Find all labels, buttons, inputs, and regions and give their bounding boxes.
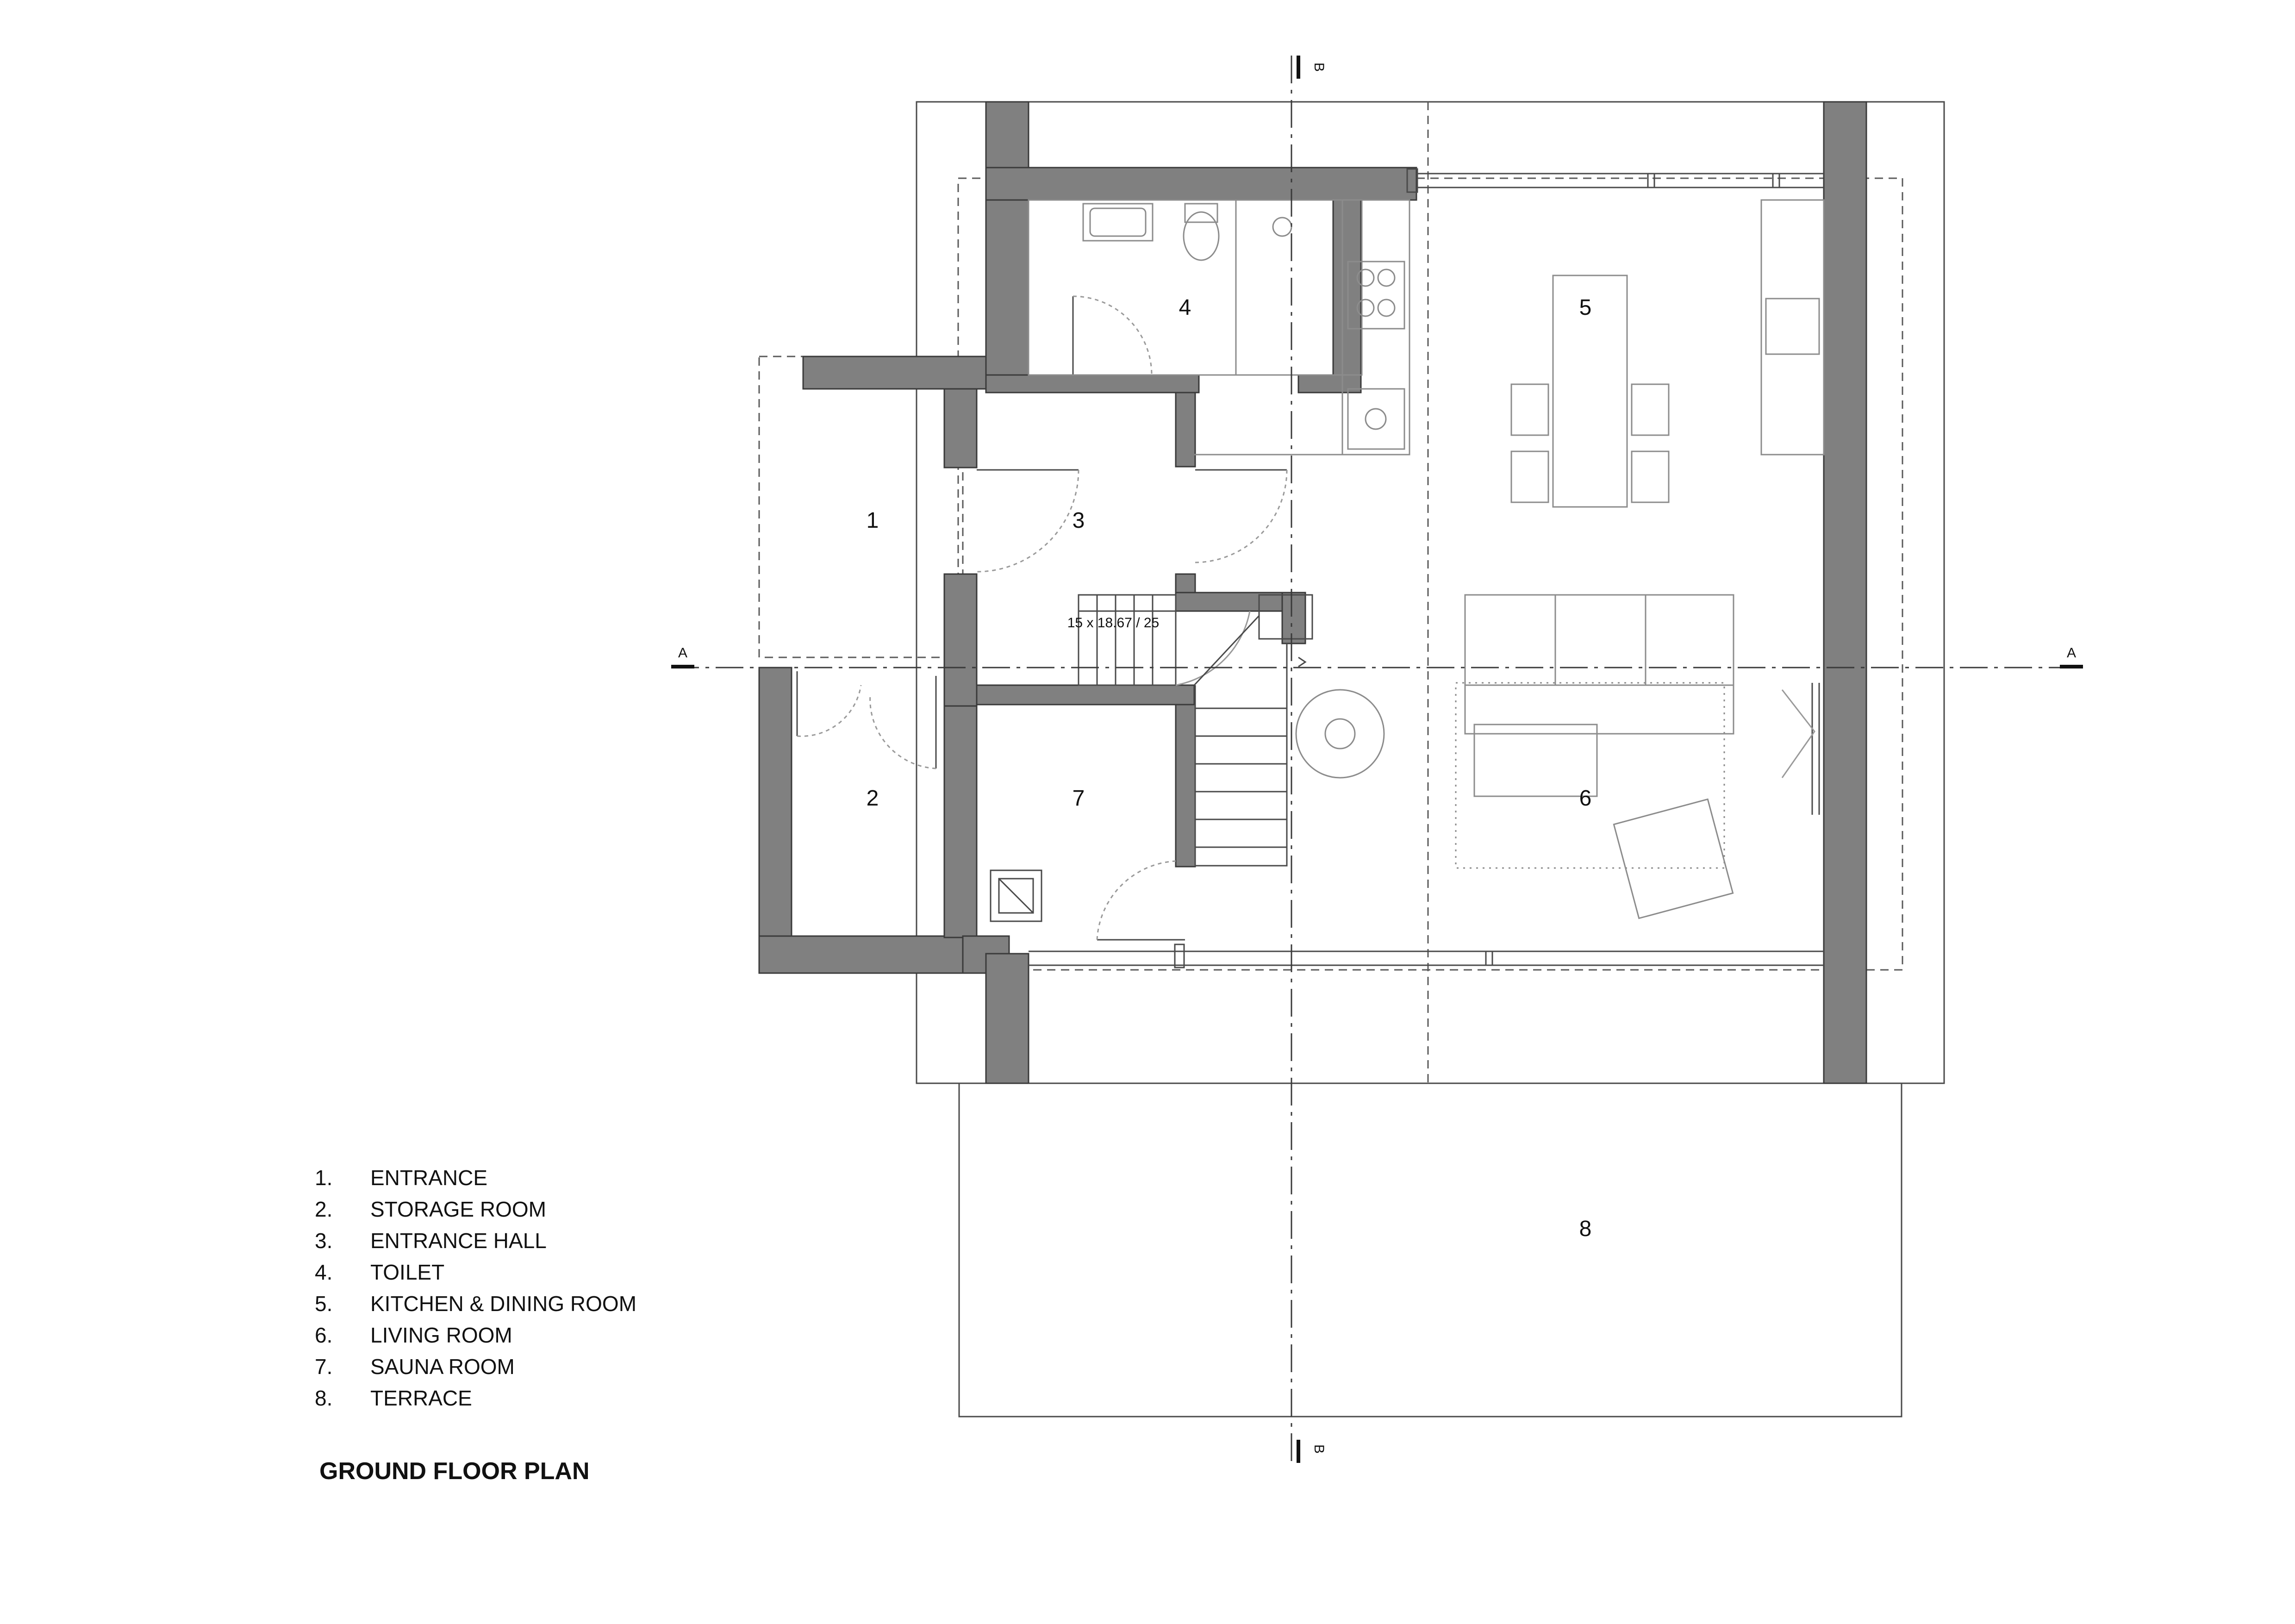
staircase: [1078, 594, 1313, 867]
terrace-outline: [958, 1082, 1902, 1418]
section-markers: [671, 56, 2083, 1463]
room-number: 4: [1179, 295, 1191, 320]
drawing-title: GROUND FLOOR PLAN: [319, 1458, 590, 1485]
section-a-left-label: A: [678, 645, 687, 661]
room-number: 6: [1579, 786, 1592, 811]
legend-number: 3.: [315, 1229, 332, 1253]
legend-name: TERRACE: [370, 1386, 472, 1410]
legend-name: SAUNA ROOM: [370, 1355, 515, 1379]
room-legend: 1. ENTRANCE 2. STORAGE ROOM 3. ENTRANCE …: [315, 1166, 636, 1410]
legend-name: TOILET: [370, 1260, 444, 1284]
legend-number: 8.: [315, 1386, 332, 1410]
toilet-fixtures: [1028, 199, 1363, 376]
walls: [758, 101, 1867, 1084]
legend-number: 4.: [315, 1260, 332, 1284]
section-b-top-label: B: [1311, 62, 1327, 72]
legend-name: STORAGE ROOM: [370, 1197, 546, 1221]
legend-name: LIVING ROOM: [370, 1323, 512, 1347]
legend-name: ENTRANCE HALL: [370, 1229, 547, 1253]
room-number: 7: [1073, 786, 1085, 811]
legend-number: 1.: [315, 1166, 332, 1190]
doors: [796, 295, 1815, 941]
room-number: 5: [1579, 295, 1592, 320]
room-number: 3: [1073, 508, 1085, 533]
legend-number: 6.: [315, 1323, 332, 1347]
room-number: 2: [867, 786, 879, 811]
room-number: 8: [1579, 1217, 1592, 1241]
kitchen: [1194, 199, 1825, 508]
stair-dimension-label: 15 x 18.67 / 25: [1067, 615, 1160, 631]
legend-name: ENTRANCE: [370, 1166, 487, 1190]
section-a-right-label: A: [2067, 645, 2076, 661]
legend-number: 5.: [315, 1292, 332, 1316]
sauna-stove: [990, 869, 1042, 922]
room-number: 1: [867, 508, 879, 533]
legend-number: 7.: [315, 1355, 332, 1379]
glazing: [1029, 168, 1824, 968]
section-b-bottom-label: B: [1311, 1444, 1327, 1454]
living-room-furniture: [1295, 594, 1734, 919]
roof-outline: [916, 101, 1945, 1084]
entrance-canopy-outline: [758, 356, 964, 658]
legend-number: 2.: [315, 1197, 332, 1221]
legend-name: KITCHEN & DINING ROOM: [370, 1292, 636, 1316]
